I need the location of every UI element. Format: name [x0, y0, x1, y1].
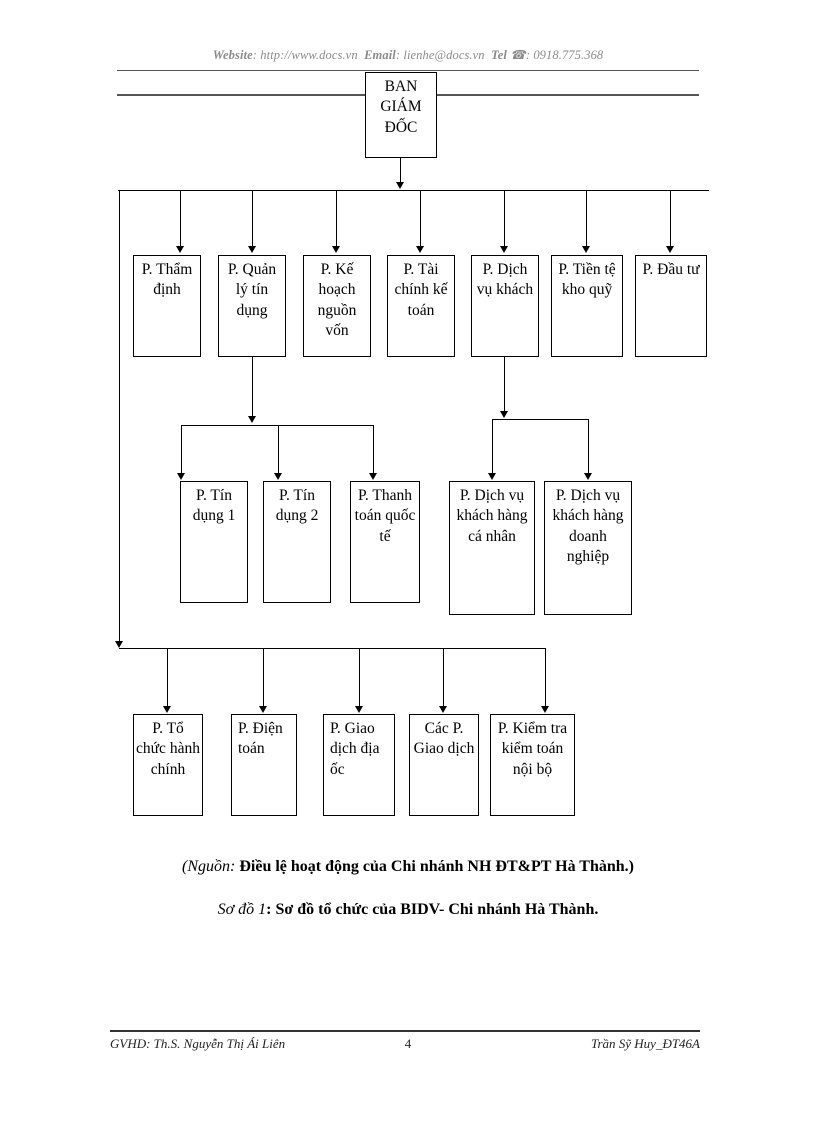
connector-drop-l3-2: [263, 648, 265, 710]
connector-credit-stem: [252, 357, 254, 419]
footer-rule: [110, 1030, 700, 1032]
connector-drop-l3-4: [443, 648, 445, 710]
arrow-service-1: [488, 473, 496, 480]
source-caption-prefix: (Nguồn:: [182, 858, 236, 875]
connector-drop-l1-1: [180, 190, 182, 248]
org-box-l3-3: P. Giao dịch địa ốc: [323, 714, 395, 816]
org-box-l1-4: P. Tài chính kế toán: [387, 255, 455, 357]
arrow-l3-2: [259, 706, 267, 713]
header-rule-top: [117, 70, 699, 71]
arrow-credit-3: [369, 473, 377, 480]
arrow-l1-1: [176, 246, 184, 253]
page-header: Website: http://www.docs.vn Email: lienh…: [0, 47, 816, 63]
connector-drop-credit-1: [181, 425, 183, 478]
connector-drop-l1-3: [336, 190, 338, 248]
header-email-value: : lienhe@docs.vn: [395, 48, 485, 62]
arrow-l3-5: [541, 706, 549, 713]
figure-caption: Sơ đồ 1: Sơ đồ tổ chức của BIDV- Chi nhá…: [0, 901, 816, 919]
org-box-l3-1: P. Tổ chức hành chính: [133, 714, 203, 816]
connector-drop-l3-3: [359, 648, 361, 710]
figure-caption-prefix: Sơ đồ 1: [217, 901, 267, 918]
arrow-l1-4: [416, 246, 424, 253]
arrow-root-to-bus: [396, 182, 404, 189]
arrow-service-stem: [500, 411, 508, 418]
arrow-l3-3: [355, 706, 363, 713]
org-box-credit-3: P. Thanh toán quốc tế: [350, 481, 420, 603]
connector-drop-service-1: [492, 419, 494, 477]
org-box-service-1: P. Dịch vụ khách hàng cá nhân: [449, 481, 535, 615]
org-box-l1-5: P. Dịch vụ khách: [471, 255, 539, 357]
connector-drop-l1-6: [586, 190, 588, 248]
connector-drop-credit-2: [278, 425, 280, 478]
connector-bus-credit: [181, 425, 374, 427]
connector-drop-l1-2: [252, 190, 254, 248]
arrow-credit-stem: [248, 416, 256, 423]
header-tel-value: : 0918.775.368: [525, 48, 604, 62]
arrow-l1-7: [666, 246, 674, 253]
org-box-l1-7: P. Đầu tư: [635, 255, 707, 357]
org-box-l1-6: P. Tiền tệ kho quỹ: [551, 255, 623, 357]
arrow-credit-2: [274, 473, 282, 480]
connector-service-stem: [504, 357, 506, 413]
header-email-label: Email: [364, 48, 396, 62]
org-box-l1-1: P. Thẩm định: [133, 255, 201, 357]
header-website-label: Website: [212, 48, 253, 62]
connector-drop-l1-7: [670, 190, 672, 248]
org-box-l3-5: P. Kiểm tra kiểm toán nội bộ: [490, 714, 575, 816]
org-box-credit-1: P. Tín dụng 1: [180, 481, 248, 603]
footer-author: Trần Sỹ Huy_ĐT46A: [590, 1036, 700, 1051]
arrow-l1-2: [248, 246, 256, 253]
arrow-left-spine-bottom: [115, 641, 123, 648]
org-box-l1-2: P. Quản lý tín dụng: [218, 255, 286, 357]
org-box-root: BAN GIÁM ĐỐC: [365, 72, 437, 158]
org-box-l3-2: P. Điện toán: [231, 714, 297, 816]
arrow-l3-1: [163, 706, 171, 713]
connector-drop-l3-5: [545, 648, 547, 710]
source-caption: (Nguồn: Điều lệ hoạt động của Chi nhánh …: [0, 858, 816, 876]
footer-page-number: 4: [404, 1036, 412, 1051]
org-box-l3-4: Các P. Giao dịch: [409, 714, 479, 816]
arrow-credit-1: [177, 473, 185, 480]
arrow-l3-4: [439, 706, 447, 713]
arrow-l1-5: [500, 246, 508, 253]
connector-bus-service: [492, 419, 589, 421]
connector-drop-l1-4: [420, 190, 422, 248]
arrow-l1-6: [582, 246, 590, 253]
connector-drop-credit-3: [373, 425, 375, 478]
connector-left-spine: [119, 190, 121, 646]
header-website-value: : http://www.docs.vn: [252, 48, 358, 62]
figure-caption-body: : Sơ đồ tổ chức của BIDV- Chi nhánh Hà T…: [266, 901, 599, 918]
telephone-icon: ☎: [510, 48, 526, 62]
footer-advisor: GVHD: Th.S. Nguyễn Thị Ái Liên: [110, 1036, 286, 1051]
org-box-service-2: P. Dịch vụ khách hàng doanh nghiệp: [544, 481, 632, 615]
connector-bus-level3: [119, 648, 546, 650]
connector-drop-l1-5: [504, 190, 506, 248]
header-tel-label: Tel: [491, 48, 507, 62]
arrow-service-2: [584, 473, 592, 480]
arrow-l1-3: [332, 246, 340, 253]
source-caption-body: Điều lệ hoạt động của Chi nhánh NH ĐT&PT…: [235, 858, 634, 875]
org-box-l1-3: P. Kế hoạch nguồn vốn: [303, 255, 371, 357]
org-box-credit-2: P. Tín dụng 2: [263, 481, 331, 603]
connector-drop-l3-1: [167, 648, 169, 710]
connector-bus-level1: [118, 190, 709, 192]
connector-root-stem: [400, 158, 402, 184]
connector-drop-service-2: [588, 419, 590, 477]
